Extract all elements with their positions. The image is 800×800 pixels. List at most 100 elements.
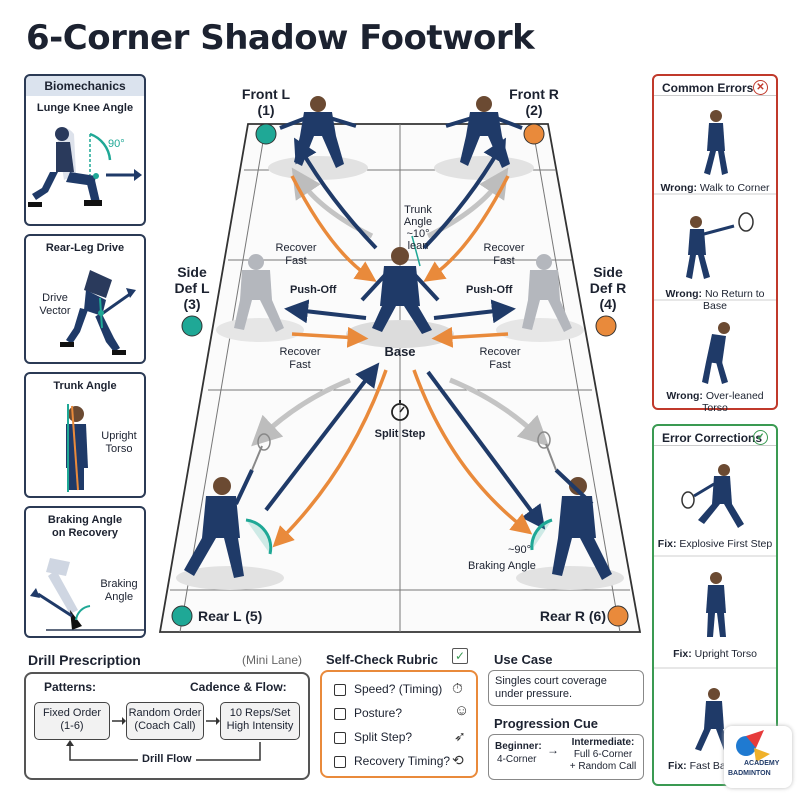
- cadence-label: Cadence & Flow:: [190, 680, 287, 694]
- braking-90-label: ~90°: [508, 544, 532, 556]
- drill-flow-label: Drill Flow: [138, 753, 196, 765]
- corner-dot-3: [181, 315, 203, 337]
- recover-fast-label: Recover Fast: [275, 242, 317, 267]
- drill-step-fixed[interactable]: Fixed Order(1-6): [34, 702, 110, 740]
- base-label: Base: [384, 344, 416, 359]
- fix-caption-3: Fix: Fast Ba: [668, 760, 726, 772]
- corner-dot-2: [523, 123, 545, 145]
- page-title: 6-Corner Shadow Footwork: [26, 18, 535, 58]
- intermediate-value: Full 6-Corner: [573, 749, 633, 760]
- rubric-checkbox[interactable]: [334, 708, 346, 720]
- player-front-l: [279, 96, 357, 168]
- common-errors-header: Common Errors ✕: [654, 76, 776, 96]
- posture-person-icon: ☺: [454, 702, 470, 719]
- rubric-checkbox[interactable]: [334, 756, 346, 768]
- intermediate-value: + Random Call: [569, 761, 637, 772]
- panel-title: Rear-Leg Drive: [45, 242, 125, 254]
- beginner-value: 4-Corner: [497, 754, 537, 765]
- corner-dot-4: [595, 315, 617, 337]
- upright-torso-label: Upright Torso: [101, 430, 137, 455]
- lunge-knee-panel: Lunge Knee Angle 90°: [24, 96, 146, 226]
- drill-title: Drill Prescription: [28, 652, 141, 668]
- error-caption-3: Wrong: Over-leaned Torso: [666, 390, 764, 414]
- walking-figure-icon: [704, 110, 728, 175]
- rubric-title: Self-Check Rubric: [326, 652, 438, 667]
- corner-dot-1: [255, 123, 277, 145]
- push-off-arrow: [264, 362, 380, 512]
- braking-arc: [245, 518, 273, 555]
- braking-figure-icon: [30, 558, 144, 631]
- error-caption-2: Wrong: No Return to Base: [665, 288, 765, 312]
- push-off-right-label: Push-Off: [466, 284, 513, 296]
- recover-fast-label: Recover Fast: [479, 346, 521, 371]
- court-line: [179, 123, 267, 633]
- recover-arrow: [431, 326, 509, 348]
- recover-arrow: [272, 369, 388, 548]
- court-line: [531, 123, 621, 633]
- trunk-angle-panel: Trunk Angle Upright Torso: [24, 372, 146, 498]
- shadow: [176, 566, 284, 590]
- stopwatch-icon: [391, 400, 409, 421]
- recover-arrow: [290, 175, 377, 282]
- drill-panel: Patterns: Cadence & Flow: Fixed Order(1-…: [24, 672, 310, 780]
- player-side-r: [522, 254, 572, 332]
- standing-figure-icon: [706, 572, 726, 637]
- push-off-arrow: [433, 299, 516, 324]
- use-case-panel: Singles court coverage under pressure.: [488, 670, 644, 706]
- recover-arrow: [412, 369, 533, 535]
- shadow: [516, 566, 624, 590]
- recover-fast-label: Recover Fast: [279, 346, 321, 371]
- rubric-panel: Speed? (Timing) ⏱ Posture? ☺ Split Step?…: [320, 670, 478, 778]
- close-circle-icon: ✕: [753, 80, 768, 95]
- rubric-item: Recovery Timing?: [354, 754, 451, 768]
- player-base: [360, 247, 440, 334]
- check-circle-icon: ✓: [753, 430, 768, 445]
- recovery-arrow: [251, 377, 351, 447]
- rubric-item: Speed? (Timing): [354, 682, 443, 696]
- drive-vector-label: Drive Vector: [39, 292, 71, 317]
- trunk-angle-label: Trunk Angle ~10° lean: [403, 204, 433, 252]
- progression-panel: Beginner: 4-Corner → Intermediate: Full …: [488, 734, 644, 780]
- rubric-item: Posture?: [354, 706, 403, 720]
- corner-dot-6: [607, 605, 629, 627]
- rubric-checkbox[interactable]: [334, 684, 346, 696]
- push-off-arrow: [426, 370, 546, 530]
- use-case-text: under pressure.: [495, 688, 573, 700]
- patterns-label: Patterns:: [44, 680, 97, 694]
- braking-angle-panel: Braking Angle on Recovery Braking Angle: [24, 506, 146, 638]
- shadow: [216, 318, 304, 342]
- player-rear-l: [184, 433, 271, 578]
- academy-logo: ACADEMY BADMINTON: [724, 726, 792, 788]
- fix-caption-2: Fix: Upright Torso: [673, 648, 757, 660]
- error-caption-1: Wrong: Walk to Corner: [660, 182, 770, 194]
- logo-text-badminton: BADMINTON: [728, 770, 771, 777]
- player-front-r: [445, 96, 523, 168]
- recover-fast-label: Recover Fast: [483, 242, 525, 267]
- fix-caption-1: Fix: Explosive First Step: [657, 538, 773, 550]
- fix-figures: [654, 464, 776, 753]
- use-case-title: Use Case: [494, 652, 553, 667]
- rear-leg-drive-panel: Rear-Leg Drive Drive Vector: [24, 234, 146, 364]
- drill-step-random[interactable]: Random Order(Coach Call): [126, 702, 204, 740]
- corner-label-2: Front R (2): [509, 86, 559, 118]
- progression-title: Progression Cue: [494, 716, 599, 731]
- drive-figure-icon: [60, 270, 136, 355]
- rubric-checkbox[interactable]: [334, 732, 346, 744]
- split-step-label: Split Step: [374, 428, 426, 440]
- logo-text-academy: ACADEMY: [744, 760, 780, 767]
- panel-title: Lunge Knee Angle: [36, 102, 134, 114]
- recover-arrow: [423, 175, 510, 282]
- arrow-right-icon: →: [547, 743, 559, 757]
- panel-title: Trunk Angle: [53, 380, 117, 392]
- drill-subtitle: (Mini Lane): [242, 653, 303, 667]
- recovering-figure-icon: [695, 688, 731, 753]
- error-corrections-header: Error Corrections ✓: [654, 426, 776, 446]
- corner-dot-5: [171, 605, 193, 627]
- knee-angle-label: 90°: [108, 138, 125, 150]
- use-case-text: Singles court coverage: [495, 675, 607, 687]
- beginner-label: Beginner:: [495, 741, 542, 752]
- shuttlecock-logo-icon: [736, 730, 770, 762]
- player-side-l: [234, 254, 284, 332]
